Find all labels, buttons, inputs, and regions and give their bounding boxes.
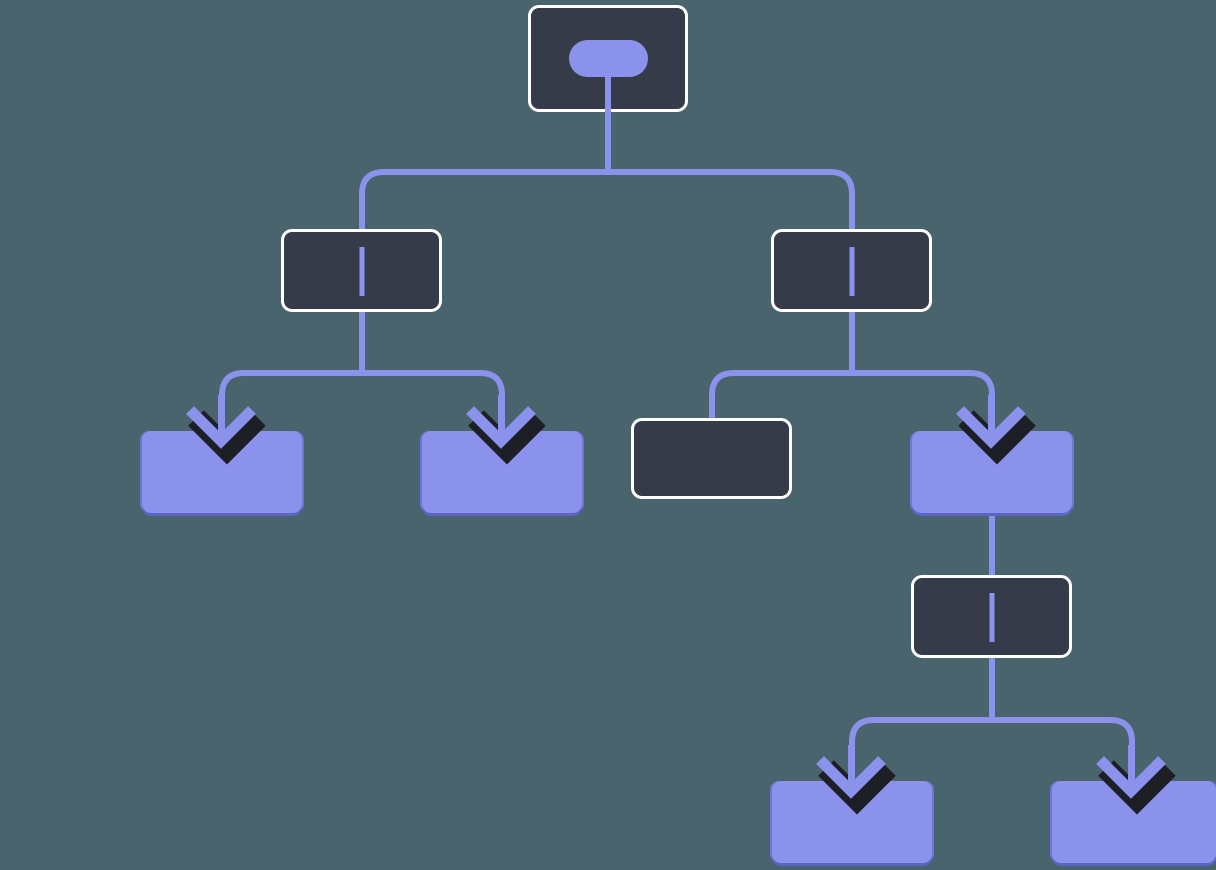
edge-n7-n9 xyxy=(992,717,1135,783)
edge-n1-n4 xyxy=(362,370,505,433)
edge-n7-n8 xyxy=(849,717,992,783)
node-leaf-2[interactable] xyxy=(422,431,582,513)
node-leaf-4[interactable] xyxy=(772,781,932,863)
node-branch-lower[interactable] xyxy=(911,575,1072,658)
edge-n2-n5 xyxy=(709,370,852,418)
node-leaf-5[interactable] xyxy=(1052,781,1216,863)
edge-n0-n1 xyxy=(359,169,608,229)
root-pill-shape xyxy=(569,40,648,77)
node-leaf-3[interactable] xyxy=(912,431,1072,513)
edge-n1-n3 xyxy=(219,370,362,433)
edge-n0-n2 xyxy=(608,169,855,229)
edge-n2-n6 xyxy=(852,370,995,433)
node-leaf-1[interactable] xyxy=(142,431,302,513)
node-dark-mid[interactable] xyxy=(631,418,792,499)
node-branch-left[interactable] xyxy=(281,229,442,312)
node-branch-right[interactable] xyxy=(771,229,932,312)
